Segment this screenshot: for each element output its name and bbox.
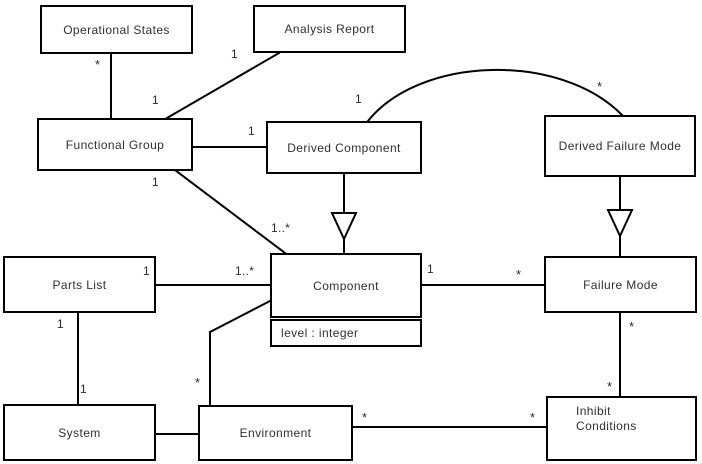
multiplicity-parts-list-near-system-edge: 1: [57, 317, 64, 331]
multiplicity-failure-mode-near-inhibit: *: [629, 319, 635, 334]
class-parts-list[interactable]: Parts List: [3, 256, 156, 313]
class-environment[interactable]: Environment: [198, 405, 353, 461]
class-operational-states-label: Operational States: [63, 22, 170, 37]
generalization-arrow-failure-mode: [606, 209, 634, 239]
class-system-label: System: [58, 425, 101, 440]
multiplicity-component-near-functional-group: 1..*: [271, 221, 291, 235]
multiplicity-arc-near-derived-component: 1: [355, 92, 362, 106]
multiplicity-parts-list-near-component-edge: 1: [143, 264, 150, 278]
multiplicity-inhibit-near-failure-mode: *: [607, 379, 613, 394]
edge-environment-component-diagonal: [208, 298, 274, 334]
class-derived-component-label: Derived Component: [287, 140, 401, 155]
class-environment-label: Environment: [239, 426, 312, 440]
class-analysis-report-label: Analysis Report: [284, 22, 375, 36]
multiplicity-system-near-parts-list: 1: [80, 382, 87, 396]
multiplicity-functional-group-near-component-edge: 1: [152, 175, 159, 189]
multiplicity-operational-states-functional-group: *: [95, 57, 101, 72]
class-operational-states[interactable]: Operational States: [40, 5, 193, 54]
multiplicity-component-near-parts-list: 1..*: [235, 264, 255, 278]
edge-analysis-report-functional-group: [165, 51, 281, 120]
class-derived-failure-mode[interactable]: Derived Failure Mode: [544, 115, 696, 177]
class-analysis-report[interactable]: Analysis Report: [253, 5, 406, 53]
class-failure-mode[interactable]: Failure Mode: [544, 256, 697, 313]
class-system[interactable]: System: [3, 404, 156, 461]
generalization-arrow-component: [330, 212, 358, 242]
class-derived-failure-mode-label: Derived Failure Mode: [558, 139, 682, 153]
multiplicity-functional-group-near-report-edge: 1: [152, 93, 159, 107]
edge-functional-group-component: [173, 168, 287, 255]
class-derived-component[interactable]: Derived Component: [266, 121, 422, 174]
class-failure-mode-label: Failure Mode: [583, 277, 658, 292]
class-functional-group-label: Functional Group: [65, 137, 165, 152]
edge-derived-component-derived-failure-mode: [366, 69, 624, 123]
class-parts-list-label: Parts List: [52, 277, 107, 292]
multiplicity-component-near-failure-mode: 1: [427, 262, 434, 276]
class-component-attribute-level: level : integer: [281, 326, 359, 340]
class-component-label: Component: [313, 278, 379, 293]
multiplicity-environment-near-component: *: [195, 375, 201, 390]
multiplicity-inhibit-near-environment: *: [530, 410, 536, 425]
class-functional-group[interactable]: Functional Group: [37, 118, 193, 171]
class-inhibit-conditions[interactable]: Inhibit Conditions: [546, 396, 697, 461]
multiplicity-analysis-report-near-report: 1: [231, 47, 238, 61]
class-inhibit-conditions-label: Inhibit Conditions: [576, 404, 637, 433]
multiplicity-derived-component-near-functional-group: 1: [248, 124, 255, 138]
multiplicity-arc-near-derived-failure-mode: *: [597, 79, 603, 94]
class-component-attributes: level : integer: [270, 319, 422, 347]
multiplicity-environment-near-inhibit: *: [362, 410, 368, 425]
class-component[interactable]: Component: [270, 253, 422, 318]
multiplicity-failure-mode-near-component: *: [516, 267, 522, 282]
